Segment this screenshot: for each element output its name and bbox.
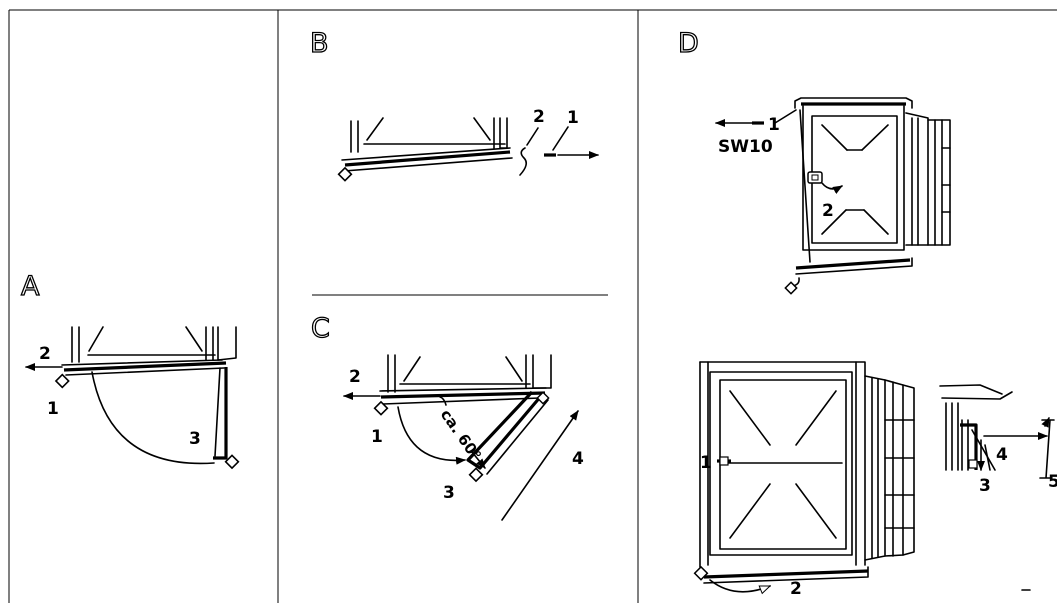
panel-c-label-1: 1 <box>371 427 383 447</box>
panel-a-swing-arc <box>91 371 215 465</box>
corner-bracket-icon <box>536 391 550 405</box>
panel-d-bottom-unit <box>693 361 915 584</box>
panel-d-detail-label-5: 5 <box>1048 472 1057 492</box>
corner-bracket-icon <box>468 467 484 483</box>
corner-bracket-icon <box>373 400 389 416</box>
panel-d-bottom-callouts: 1 2 <box>700 453 802 599</box>
panel-c: C ca. 60° 4 2 1 3 <box>310 312 584 521</box>
clip-icon <box>519 147 528 176</box>
panel-d-detail-label-4: 4 <box>996 445 1008 465</box>
arrow-icon <box>501 410 579 521</box>
panel-d-tool-label: SW10 <box>718 137 773 157</box>
panel-d-letter: D <box>678 28 699 59</box>
panel-a: A 2 1 3 <box>20 270 240 470</box>
panel-a-label-1: 1 <box>47 399 59 419</box>
corner-bracket-icon <box>784 281 798 295</box>
panel-d-bottom-label-2: 2 <box>790 579 802 599</box>
panel-d-detail-label-3: 3 <box>979 476 991 496</box>
panel-d-detail: 4 3 5 <box>939 384 1057 591</box>
panel-d-top-callouts: 1 SW10 2 <box>715 115 834 221</box>
panel-d-top-label-2: 2 <box>822 201 834 221</box>
panel-b-label-1: 1 <box>567 108 579 128</box>
corner-bracket-icon <box>224 454 240 470</box>
corner-bracket-icon <box>337 166 353 182</box>
panel-a-label-2: 2 <box>39 344 51 364</box>
panel-a-cabinet <box>71 326 237 363</box>
corner-bracket-icon <box>54 373 70 389</box>
panel-d-bottom-label-1: 1 <box>700 453 712 473</box>
panel-d-top-label-1: 1 <box>768 115 780 135</box>
panel-d-top-unit <box>774 97 951 295</box>
panel-frame <box>8 9 1057 603</box>
panel-c-cabinet <box>387 354 552 393</box>
panel-c-label-2: 2 <box>349 367 361 387</box>
panel-d: D <box>677 27 1057 599</box>
panel-c-letter: C <box>311 313 330 344</box>
panel-b-cabinet <box>350 117 508 153</box>
panel-c-label-3: 3 <box>443 483 455 503</box>
corner-bracket-icon <box>693 565 709 581</box>
panel-a-label-3: 3 <box>189 429 201 449</box>
panel-a-letter: A <box>21 271 40 302</box>
panel-b-letter: B <box>310 28 329 59</box>
panel-b-label-2: 2 <box>533 107 545 127</box>
panel-c-label-4: 4 <box>572 449 584 469</box>
panel-c-angle-label: ca. 60° <box>437 406 485 464</box>
panel-b: B 2 1 <box>309 27 599 182</box>
